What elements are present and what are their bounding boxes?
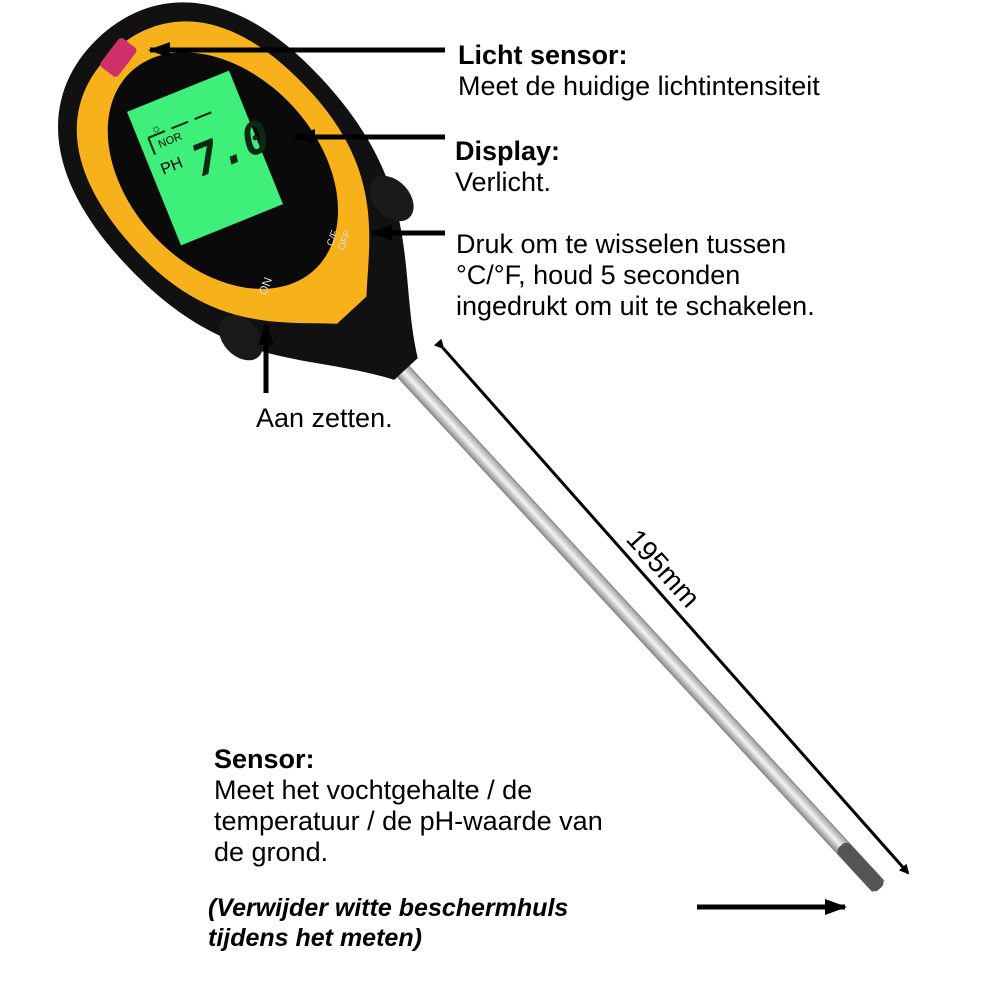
power-label: Aan zetten.: [256, 403, 393, 433]
button-text-line: ingedrukt om uit te schakelen.: [456, 291, 815, 321]
button-text-line: Druk om te wisselen tussen: [456, 229, 787, 259]
button-label: Druk om te wisselen tussen °C/°F, houd 5…: [456, 229, 815, 322]
sun-icon: ☼: [148, 120, 163, 137]
on-button: [218, 314, 263, 361]
length-dimension-line: [433, 338, 910, 875]
sensor-cap-note: (Verwijder witte beschermhuls tijdens he…: [208, 893, 568, 953]
sensor-label: Sensor: Meet het vochtgehalte / de tempe…: [214, 744, 603, 868]
sensor-text-line: Meet het vochtgehalte / de: [214, 775, 533, 805]
button-text-line: °C/°F, houd 5 seconden: [456, 260, 741, 290]
length-label: 195mm: [621, 523, 707, 613]
probe-tip: [837, 842, 884, 892]
light-sensor-label: Licht sensor: Meet de huidige lichtinten…: [458, 40, 820, 102]
sensor-text-line: temperatuur / de pH-waarde van: [214, 806, 603, 836]
light-sensor-text: Meet de huidige lichtintensiteit: [458, 71, 820, 101]
display-label: Display: Verlicht.: [455, 136, 560, 198]
display-text: Verlicht.: [455, 167, 552, 197]
sensor-title: Sensor:: [214, 744, 315, 774]
light-sensor-title: Licht sensor:: [458, 40, 628, 70]
cf-label: C/F: [325, 229, 341, 248]
light-sensor-window: [100, 38, 137, 77]
note-line: (Verwijder witte beschermhuls: [208, 894, 569, 922]
note-line: tijdens het meten): [208, 924, 422, 952]
sensor-text-line: de grond.: [214, 837, 329, 867]
cf-off-button: [369, 175, 414, 222]
display-title: Display:: [455, 136, 561, 166]
on-label: ON: [256, 275, 275, 297]
lcd-screen: NOR PH 7.0 ☼: [127, 70, 283, 246]
